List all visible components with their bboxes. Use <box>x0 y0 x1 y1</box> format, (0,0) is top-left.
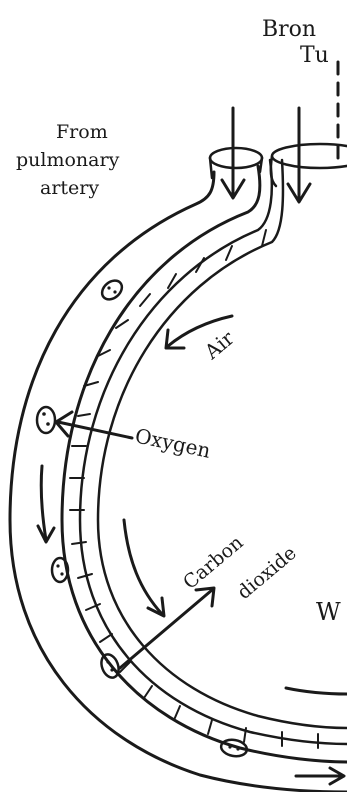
arrow-icon <box>286 688 347 694</box>
arrow-icon <box>120 588 214 668</box>
label-w: W <box>316 598 341 626</box>
alveolar-wall-outer <box>80 160 347 744</box>
red-blood-cell-icon <box>98 277 125 303</box>
label-bronchial-1: Bron <box>262 17 316 42</box>
arrow-icon <box>38 466 54 542</box>
wall-segments <box>70 230 318 748</box>
label-artery: artery <box>40 177 99 199</box>
arrow-down-icon <box>288 108 310 202</box>
label-from: From <box>56 121 108 143</box>
label-bronchial-2: Tu <box>300 43 329 68</box>
label-air: Air <box>199 326 239 365</box>
pulmonary-artery-tube <box>210 148 262 178</box>
arrow-down-icon <box>222 108 244 198</box>
arrow-icon <box>296 768 344 784</box>
arrow-icon <box>124 520 164 616</box>
label-oxygen: Oxygen <box>133 423 213 462</box>
capillary-wall <box>10 160 347 792</box>
red-blood-cell-icon <box>37 407 55 433</box>
label-pulmonary: pulmonary <box>16 149 120 171</box>
capillary-outer-wall <box>10 172 347 792</box>
